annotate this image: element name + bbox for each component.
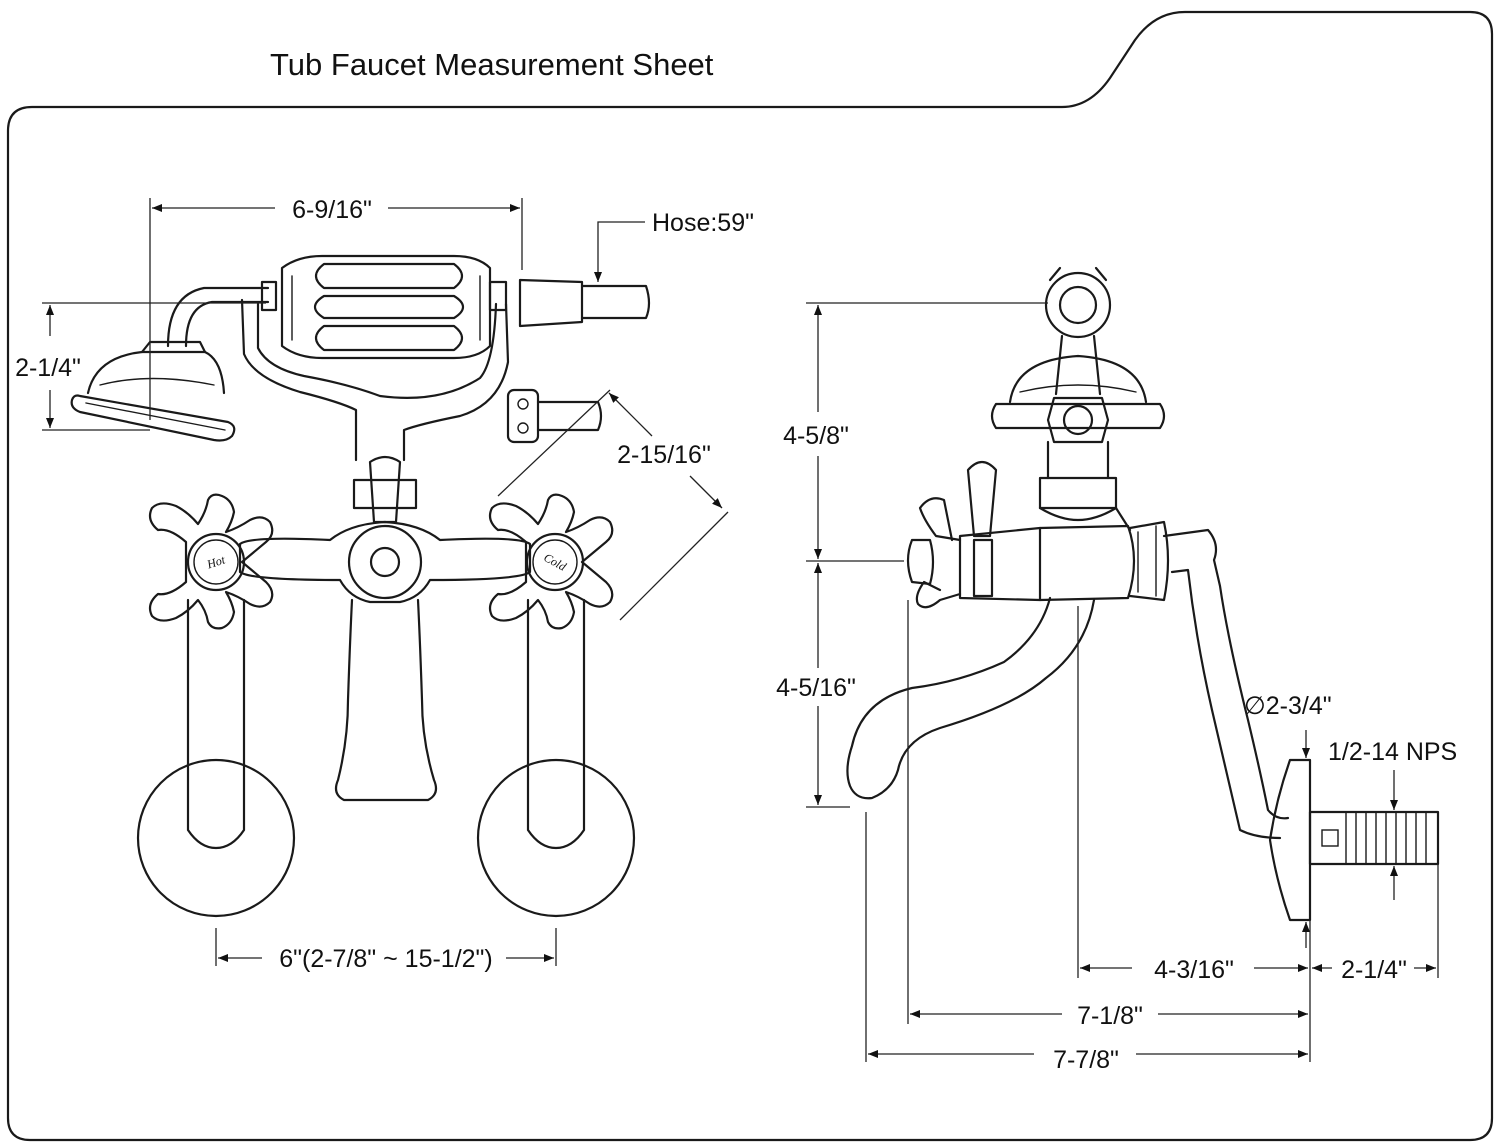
dim-spout-to-wall: 4-3/16" [1154,956,1234,984]
sheet-frame [6,10,1494,1142]
dim-center-spread: 6"(2-7/8" ~ 15-1/2") [279,945,493,973]
dim-thread-spec: 1/2-14 NPS [1328,738,1457,766]
hot-handle-label: Hot [204,552,227,571]
dim-shank-length: 2-1/4" [1341,956,1407,984]
side-view-drawing [846,266,1440,922]
dim-handle-diagonal: 2-15/16" [617,441,711,469]
dim-handle-to-wall: 7-1/8" [1077,1002,1143,1030]
dim-upper-height: 4-5/8" [783,422,849,450]
dim-overall-projection: 7-7/8" [1053,1046,1119,1074]
dim-handshower-width: 6-9/16" [292,196,372,224]
sheet-title: Tub Faucet Measurement Sheet [270,47,714,82]
dim-handshower-height: 2-1/4" [15,354,81,382]
front-view-drawing: Hot Cold [70,254,651,918]
front-view-dimensions: 6-9/16" Hose:59" 2-1/4" 2-15/16" 6"(2-7/… [15,196,754,973]
dim-hose-length: Hose:59" [652,209,754,237]
dim-flange-diameter: ∅2-3/4" [1244,692,1332,720]
dim-lower-height: 4-5/16" [776,674,856,702]
cold-handle-label: Cold [541,550,569,574]
side-view-dimensions: 4-5/8" 4-5/16" ∅2-3/4" 1/2-14 NPS 4-3/16… [776,302,1457,1074]
